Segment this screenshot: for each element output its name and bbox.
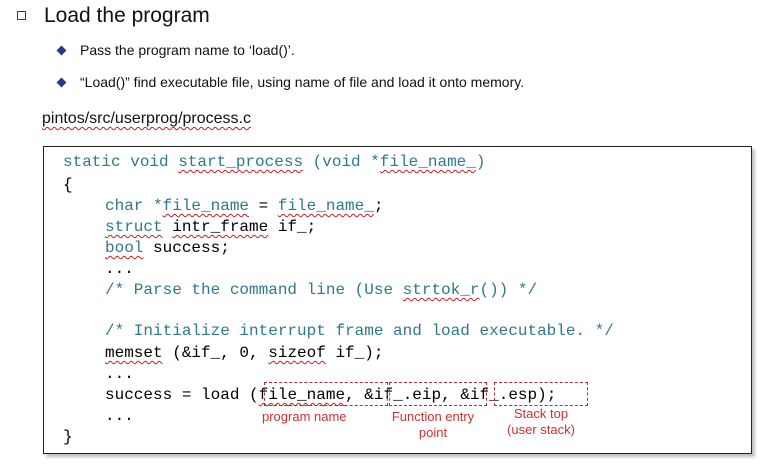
esp-highlight: [494, 382, 588, 406]
code-line-12: ...: [105, 407, 134, 425]
code-line-8: /* Initialize interrupt frame and load e…: [105, 322, 614, 340]
code-line-3: char *file_name = file_name_;: [105, 197, 384, 215]
title-bullet-icon: [17, 11, 26, 20]
file-path: pintos/src/userprog/process.c: [42, 110, 251, 127]
code-line-11: success = load (file_name, &if_.eip, &if…: [105, 386, 557, 404]
code-line-5: bool success;: [105, 239, 230, 257]
diamond-bullet-icon: [56, 77, 67, 88]
code-line-4: struct intr_frame if_;: [105, 218, 317, 236]
annotation-stack-top: Stack top(user stack): [507, 406, 575, 437]
code-line-7: /* Parse the command line (Use strtok_r(…: [105, 281, 538, 299]
bullet-text-2: “Load()” find executable file, using nam…: [80, 74, 525, 90]
diamond-bullet-icon: [56, 45, 67, 56]
code-line-1: static void start_process (void *file_na…: [63, 153, 486, 171]
eip-highlight: [389, 382, 487, 406]
program-name-highlight: [264, 382, 388, 406]
annotation-program-name: program name: [262, 409, 347, 424]
code-line-10: ...: [105, 365, 134, 383]
code-line-13: }: [63, 428, 73, 446]
bullet-text-1: Pass the program name to ‘load()’.: [80, 42, 295, 58]
code-line-2: {: [63, 176, 73, 194]
code-line-6: ...: [105, 260, 134, 278]
code-line-9: memset (&if_, 0, sizeof if_);: [105, 344, 384, 362]
page-title: Load the program: [44, 4, 210, 27]
code-block: [43, 146, 752, 454]
